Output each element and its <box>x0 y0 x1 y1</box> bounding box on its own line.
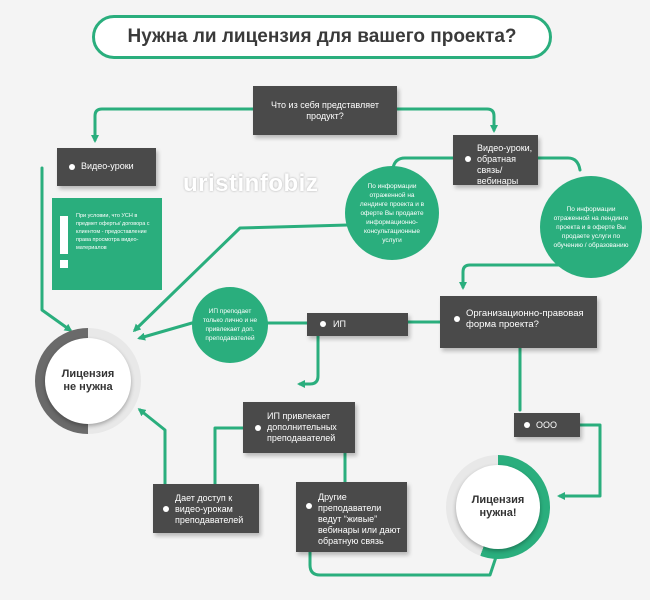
node-others-live: Другие преподаватели ведут “живые” вебин… <box>296 482 407 552</box>
result-label: Лицензия не нужна <box>61 368 115 393</box>
result-license-needed: Лицензия нужна! <box>456 465 540 549</box>
bullet-dot-icon <box>306 503 312 509</box>
node-label: ИП <box>333 319 346 329</box>
bullet-dot-icon <box>163 506 169 512</box>
watermark: uristinfobiz <box>183 170 319 197</box>
node-label: Что из себя представляет продукт? <box>271 99 379 121</box>
node-label: ООО <box>536 420 558 430</box>
note-info-consult: По информации отраженной на лендинге про… <box>345 166 439 260</box>
node-gives-access: Дает доступ к видео-урокам преподавателе… <box>153 484 259 533</box>
bullet-dot-icon <box>524 422 530 428</box>
bullet-dot-icon <box>454 316 460 322</box>
node-org-form: Организационно-правовая форма проекта? <box>440 296 597 348</box>
note-text: По информации отраженной на лендинге про… <box>359 182 425 244</box>
node-ip-hires: ИП привлекает дополнительных преподавате… <box>243 402 355 453</box>
result-no-license: Лицензия не нужна <box>45 338 131 424</box>
note-ip-alone: ИП преподает только лично и не привлекае… <box>192 287 268 363</box>
node-label: Видео-уроки, обратная связь/ вебинары <box>477 143 533 186</box>
page-title: Нужна ли лицензия для вашего проекта? <box>127 26 517 47</box>
bullet-dot-icon <box>255 425 261 431</box>
node-label: Организационно-правовая форма проекта? <box>466 308 584 330</box>
note-text: По информации отраженной на лендинге про… <box>553 205 629 249</box>
node-video-feedback: Видео-уроки, обратная связь/ вебинары <box>453 135 538 186</box>
usn-notice: При условии, что УСН в предмет оферты/ д… <box>52 198 162 290</box>
title-box: Нужна ли лицензия для вашего проекта? <box>92 15 552 59</box>
node-ip: ИП <box>307 313 408 336</box>
node-label: Другие преподаватели ведут “живые” вебин… <box>318 492 401 546</box>
node-video-lessons: Видео-уроки <box>57 148 156 186</box>
node-product-question: Что из себя представляет продукт? <box>253 86 397 135</box>
note-info-education: По информации отраженной на лендинге про… <box>540 176 642 278</box>
bullet-dot-icon <box>69 164 75 170</box>
exclamation-dot-icon <box>60 260 68 268</box>
bullet-dot-icon <box>320 321 326 327</box>
node-ooo: ООО <box>514 413 580 437</box>
node-label: Дает доступ к видео-урокам преподавателе… <box>175 493 244 525</box>
exclamation-icon <box>60 216 68 254</box>
result-label: Лицензия нужна! <box>471 494 525 519</box>
node-label: ИП привлекает дополнительных преподавате… <box>267 411 337 443</box>
notice-text: При условии, что УСН в предмет оферты/ д… <box>76 213 150 251</box>
note-text: ИП преподает только лично и не привлекае… <box>202 308 258 342</box>
bullet-dot-icon <box>465 156 471 162</box>
node-label: Видео-уроки <box>81 161 134 171</box>
